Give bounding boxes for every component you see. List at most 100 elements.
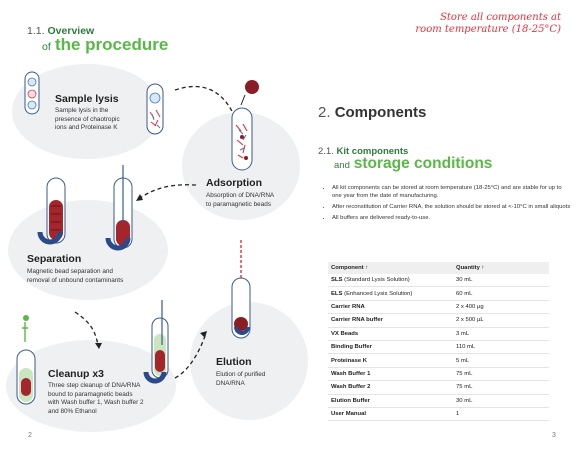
quantity-cell: 30 mL bbox=[453, 274, 549, 288]
column-header-component[interactable]: Component ↑ bbox=[328, 262, 453, 274]
component-cell: Carrier RNA bbox=[328, 300, 453, 315]
step-text-line: bound to paramagnetic beads bbox=[48, 390, 133, 398]
overview-heading: 1.1.Overview bbox=[27, 25, 94, 37]
components-table: Component ↑ Quantity ↑ SLS (Standard Lys… bbox=[328, 262, 549, 422]
component-name: ELS bbox=[331, 290, 343, 297]
step-text-line: DNA/RNA bbox=[216, 379, 245, 387]
elution-tube-icon bbox=[231, 240, 251, 339]
step-text-line: Absorption of DNA/RNA bbox=[206, 192, 275, 199]
quantity-cell: 75 mL bbox=[453, 367, 549, 382]
component-cell: Wash Buffer 2 bbox=[328, 380, 453, 395]
bullet-item: All buffers are delivered ready-to-use. bbox=[332, 214, 572, 222]
arrow-cleanup-to-elution bbox=[174, 335, 206, 379]
table-row: Binding Buffer 110 mL bbox=[328, 340, 549, 355]
step-separation: Separation Magnetic bead separation and … bbox=[27, 253, 167, 285]
component-name: Proteinase K bbox=[331, 357, 368, 364]
arrow-lysis-to-adsorption bbox=[174, 85, 237, 121]
component-detail: (Enhanced Lysis Solution) bbox=[342, 290, 413, 297]
blob-separation bbox=[8, 200, 168, 300]
component-cell: Carrier RNA buffer bbox=[328, 313, 453, 328]
step-title: Adsorption bbox=[206, 177, 262, 189]
table-row: SLS (Standard Lysis Solution)30 mL bbox=[328, 274, 549, 288]
procedure-illustration bbox=[16, 71, 259, 405]
kit-title: Kit components bbox=[336, 146, 409, 157]
component-detail: (Standard Lysis Solution) bbox=[342, 277, 410, 284]
arrow-adsorption-to-separation bbox=[139, 184, 197, 199]
step-description: Magnetic bead separation and removal of … bbox=[27, 268, 167, 285]
step-text-line: and 80% Ethanol bbox=[48, 407, 97, 415]
step-text-line: Elution of purified bbox=[216, 371, 266, 378]
component-name: Elution Buffer bbox=[331, 397, 370, 404]
component-name: Wash Buffer 2 bbox=[331, 384, 371, 391]
table-row: Proteinase K 5 mL bbox=[328, 353, 549, 368]
component-cell: Elution Buffer bbox=[328, 394, 453, 408]
component-cell: Binding Buffer bbox=[328, 340, 453, 355]
step-text-line: Magnetic bead separation and bbox=[27, 268, 113, 275]
cleanup-tubes-icon bbox=[16, 300, 169, 405]
step-description: Three step cleanup of DNA/RNA bound to p… bbox=[48, 382, 168, 416]
quantity-cell: 5 mL bbox=[453, 353, 549, 368]
separation-tubes-icon bbox=[37, 165, 133, 251]
sub-number: 2.1. bbox=[318, 146, 334, 157]
step-adsorption: Adsorption Absorption of DNA/RNA to para… bbox=[206, 177, 306, 209]
table-row: ELS (Enhanced Lysis Solution)60 mL bbox=[328, 286, 549, 301]
quantity-cell: 3 mL bbox=[453, 327, 549, 341]
quantity-cell: 2 x 500 µL bbox=[453, 313, 549, 328]
storage-note: Store all components at room temperature… bbox=[415, 12, 561, 36]
component-name: Wash Buffer 1 bbox=[331, 370, 371, 377]
step-text-line: with Wash buffer 1, Wash buffer 2 bbox=[48, 399, 144, 406]
quantity-cell: 110 mL bbox=[453, 340, 549, 355]
component-name: SLS bbox=[331, 277, 343, 284]
component-name: Carrier RNA buffer bbox=[331, 317, 383, 324]
kit-and: and bbox=[334, 160, 350, 171]
step-text-line: to paramagnetic beads bbox=[206, 200, 272, 208]
arrow-separation-to-cleanup bbox=[74, 311, 99, 346]
step-text-line: Three step cleanup of DNA/RNA bbox=[48, 382, 141, 389]
component-cell: VX Beads bbox=[328, 327, 453, 341]
overview-subheading: of the procedure bbox=[42, 35, 168, 55]
storage-note-line: room temperature (18-25°C) bbox=[415, 24, 561, 35]
component-name: Binding Buffer bbox=[331, 344, 372, 351]
bullet-item: All kit components can be stored at room… bbox=[332, 184, 572, 200]
kit-heading: 2.1. Kit components bbox=[318, 146, 408, 157]
storage-note-line: Store all components at bbox=[440, 12, 561, 23]
bullet-item: After reconstitution of Carrier RNA, the… bbox=[332, 203, 572, 211]
component-cell: User Manual bbox=[328, 407, 453, 422]
step-title: Separation bbox=[27, 253, 82, 265]
component-cell: Proteinase K bbox=[328, 353, 453, 368]
adsorption-tube-icon bbox=[231, 80, 259, 171]
table-row: Carrier RNA buffer 2 x 500 µL bbox=[328, 313, 549, 328]
kit-title-2: storage conditions bbox=[353, 155, 493, 172]
component-cell: Wash Buffer 1 bbox=[328, 367, 453, 382]
storage-bullets: All kit components can be stored at room… bbox=[322, 184, 572, 225]
quantity-cell: 30 mL bbox=[453, 394, 549, 408]
component-name: User Manual bbox=[331, 411, 367, 418]
component-cell: SLS (Standard Lysis Solution) bbox=[328, 274, 453, 288]
step-text-line: ions and Proteinase K bbox=[55, 124, 118, 131]
step-elution: Elution Elution of purified DNA/RNA bbox=[216, 356, 306, 388]
component-cell: ELS (Enhanced Lysis Solution) bbox=[328, 286, 453, 301]
quantity-cell: 75 mL bbox=[453, 380, 549, 395]
components-title: Components bbox=[334, 104, 427, 121]
step-title: Elution bbox=[216, 356, 252, 368]
quantity-cell: 2 x 400 µg bbox=[453, 300, 549, 315]
table-header-row: Component ↑ Quantity ↑ bbox=[328, 262, 549, 274]
page-number-left: 2 bbox=[28, 432, 32, 439]
step-cleanup: Cleanup x3 Three step cleanup of DNA/RNA… bbox=[48, 368, 168, 416]
table-row: Elution Buffer 30 mL bbox=[328, 394, 549, 408]
component-name: VX Beads bbox=[331, 330, 359, 337]
step-text-line: removal of unbound contaminants bbox=[27, 276, 124, 284]
step-description: Sample lysis in the presence of chaotrop… bbox=[55, 107, 155, 133]
step-title: Cleanup x3 bbox=[48, 368, 105, 380]
section-number: 1.1. bbox=[27, 25, 45, 37]
quantity-cell: 60 mL bbox=[453, 286, 549, 301]
components-heading: 2. Components bbox=[318, 104, 426, 121]
step-description: Elution of purified DNA/RNA bbox=[216, 371, 306, 388]
table-row: VX Beads 3 mL bbox=[328, 327, 549, 341]
kit-subheading: and storage conditions bbox=[334, 155, 492, 173]
column-header-quantity[interactable]: Quantity ↑ bbox=[453, 262, 549, 274]
overview-of: of bbox=[42, 41, 51, 53]
